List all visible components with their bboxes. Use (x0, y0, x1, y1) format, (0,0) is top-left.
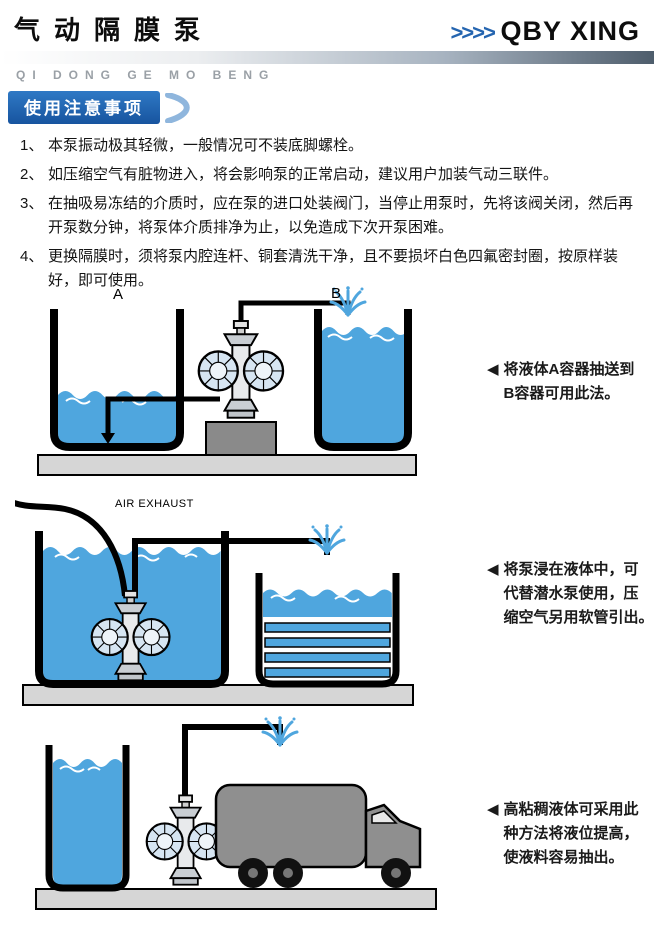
caption-viscous: ◀ 高粘稠液体可采用此 种方法将液位提高， 使液料容易抽出。 (487, 798, 647, 870)
truck-window (371, 810, 398, 824)
spray-icon (261, 714, 299, 747)
note-number: 2、 (20, 166, 44, 183)
diaphragm-pump-icon (197, 319, 285, 419)
container-a (50, 309, 184, 451)
section-header: 使用注意事项 (8, 91, 654, 124)
label-a: A (113, 286, 123, 303)
container-b (314, 309, 412, 451)
base-platform (37, 454, 417, 476)
note-number: 3、 (20, 195, 44, 212)
note-text: 本泵振动极其轻微，一般情况可不装底脚螺栓。 (48, 137, 364, 154)
tanker-truck (214, 783, 422, 888)
caption-pointer-icon: ◀ (487, 801, 499, 818)
note-number: 4、 (20, 248, 44, 265)
header: 气动隔膜泵 >>>> QBY XING (0, 0, 654, 47)
brand-logo: >>>> QBY XING (450, 16, 640, 47)
air-exhaust-label: AIR EXHAUST (115, 498, 194, 510)
base-platform (35, 888, 437, 910)
brand-name: QBY XING (500, 16, 640, 46)
caption-pointer-icon: ◀ (487, 561, 499, 578)
note-text: 更换隔膜时，须将泵内腔连杆、铜套清洗干净，且不要损坏白色四氟密封圈，按原样装好，… (48, 248, 619, 289)
truck-tank (214, 783, 368, 869)
caption-transfer: ◀ 将液体A容器抽送到 B容器可用此法。 (487, 358, 647, 406)
section-banner: 使用注意事项 (8, 91, 160, 124)
truck-wheels (238, 858, 411, 888)
title-pinyin: QI DONG GE MO BENG (16, 68, 276, 82)
note-item-4: 4、 更换隔膜时，须将泵内腔连杆、铜套清洗干净，且不要损坏白色四氟密封圈，按原样… (20, 245, 638, 293)
suction-pipe (101, 396, 220, 444)
feed-container (45, 745, 130, 892)
discharge-pipe (238, 300, 351, 327)
brand-arrows-icon: >>>> (450, 20, 495, 45)
caption-text: 将泵浸在液体中，可 代替潜水泵使用，压 缩空气另用软管引出。 (503, 561, 654, 626)
air-exhaust-hose (15, 500, 128, 597)
caption-submerged: ◀ 将泵浸在液体中，可 代替潜水泵使用，压 缩空气另用软管引出。 (487, 558, 654, 630)
note-item-1: 1、 本泵振动极其轻微，一般情况可不装底脚螺栓。 (20, 134, 638, 158)
striped-vessel (255, 573, 400, 688)
note-number: 1、 (20, 137, 44, 154)
caption-text: 将液体A容器抽送到 B容器可用此法。 (503, 361, 635, 402)
header-divider (0, 51, 654, 64)
label-b: B (331, 285, 341, 302)
note-text: 如压缩空气有脏物进入，将会影响泵的正常启动，建议用户加装气动三联件。 (48, 166, 559, 183)
diaphragm-pump-icon (145, 794, 226, 886)
note-item-3: 3、 在抽吸易冻结的介质时，应在泵的进口处装阀门，当停止用泵时，先将该阀关闭，然… (20, 192, 638, 240)
page-title: 气动隔膜泵 (14, 15, 215, 45)
diagram-transfer-a-to-b: A B (30, 283, 430, 483)
diagram-submerged-pump: AIR EXHAUST (15, 493, 435, 708)
notes-list: 1、 本泵振动极其轻微，一般情况可不装底脚螺栓。 2、 如压缩空气有脏物进入，将… (20, 134, 638, 293)
caption-pointer-icon: ◀ (487, 361, 499, 378)
note-text: 在抽吸易冻结的介质时，应在泵的进口处装阀门，当停止用泵时，先将该阀关闭，然后再开… (48, 195, 634, 236)
caption-text: 高粘稠液体可采用此 种方法将液位提高， 使液料容易抽出。 (503, 801, 639, 866)
banner-swoosh-icon (165, 92, 190, 123)
diagram-truck-loading (28, 713, 458, 923)
note-item-2: 2、 如压缩空气有脏物进入，将会影响泵的正常启动，建议用户加装气动三联件。 (20, 163, 638, 187)
pump-pedestal (205, 421, 277, 456)
